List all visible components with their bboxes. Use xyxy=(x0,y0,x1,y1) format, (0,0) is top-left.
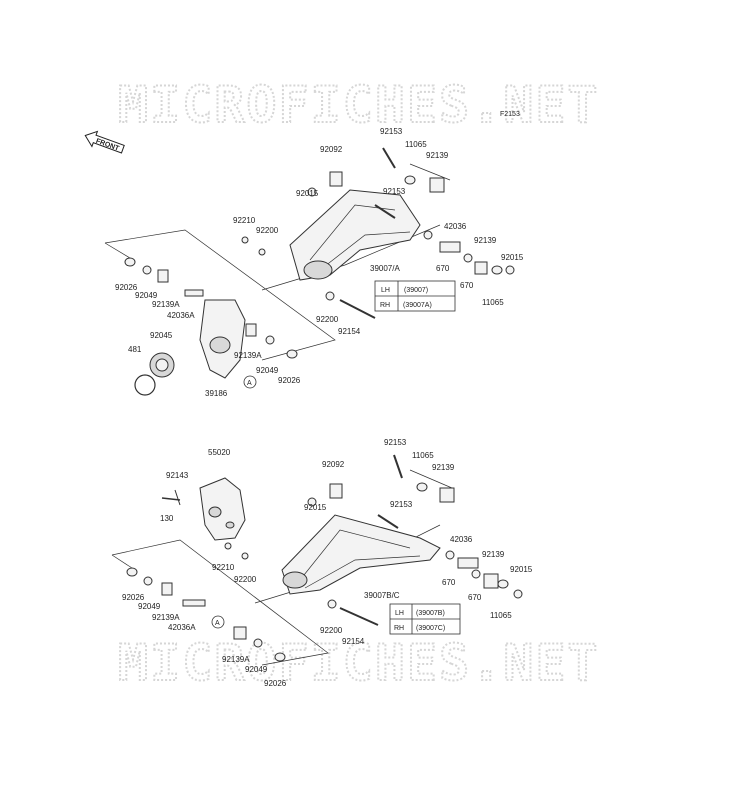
table-lh: LH xyxy=(381,287,390,294)
label-11065: 11065 xyxy=(412,451,434,460)
label-92139a: 92139A xyxy=(222,655,250,664)
diagram-lower: 55020 92153 11065 92092 92139 92143 9201… xyxy=(111,438,533,688)
label-92139a: 92139A xyxy=(234,351,262,360)
label-92015: 92015 xyxy=(501,253,524,262)
label-42036a: 42036A xyxy=(168,623,196,632)
label-92200: 92200 xyxy=(320,626,343,635)
label-92015: 92015 xyxy=(510,565,533,574)
label-92154: 92154 xyxy=(338,327,361,336)
label-92139a: 92139A xyxy=(152,613,180,622)
label-92153: 92153 xyxy=(384,438,407,447)
label-92153: 92153 xyxy=(390,500,413,509)
label-55020: 55020 xyxy=(208,448,231,457)
label-92143: 92143 xyxy=(166,471,189,480)
watermark-bottom: MICROFICHES.NET xyxy=(118,634,600,692)
table-lh-part: (39007B) xyxy=(416,610,445,617)
frame-outline xyxy=(104,229,336,361)
label-670: 670 xyxy=(468,593,482,602)
label-92139: 92139 xyxy=(482,550,505,559)
label-92210: 92210 xyxy=(212,563,235,572)
label-670: 670 xyxy=(442,578,456,587)
label-92153: 92153 xyxy=(383,187,406,196)
table-rh: RH xyxy=(394,625,404,632)
table-rh: RH xyxy=(380,302,390,309)
label-92139: 92139 xyxy=(474,236,497,245)
label-11065: 11065 xyxy=(405,140,427,149)
label-ref-a: A xyxy=(247,380,252,387)
label-92026: 92026 xyxy=(264,679,287,688)
table-lh-part: (39007) xyxy=(404,287,428,294)
label-92139: 92139 xyxy=(432,463,455,472)
label-92139: 92139 xyxy=(426,151,449,160)
label-92139a: 92139A xyxy=(152,300,180,309)
label-92049: 92049 xyxy=(256,366,279,375)
label-92015: 92015 xyxy=(296,189,319,198)
label-92049: 92049 xyxy=(138,602,161,611)
label-670: 670 xyxy=(460,281,474,290)
label-11065: 11065 xyxy=(490,611,512,620)
label-92026: 92026 xyxy=(122,593,145,602)
label-92045: 92045 xyxy=(150,331,173,340)
table-rh-part: (39007C) xyxy=(416,625,445,632)
label-92210: 92210 xyxy=(233,216,256,225)
figure-code: F2153 xyxy=(500,111,520,118)
lh-rh-table-lower: LH (39007B) RH (39007C) xyxy=(389,603,461,635)
label-92026: 92026 xyxy=(278,376,301,385)
guard-plate xyxy=(199,477,246,541)
label-39007b-c: 39007B/C xyxy=(364,591,400,600)
label-92092: 92092 xyxy=(320,145,343,154)
label-ref-a: A xyxy=(215,620,220,627)
lh-rh-table-upper: LH (39007) RH (39007A) xyxy=(374,280,456,312)
label-130: 130 xyxy=(160,514,174,523)
label-42036a: 42036A xyxy=(167,311,195,320)
label-92153: 92153 xyxy=(380,127,403,136)
snap-ring xyxy=(134,374,156,396)
label-92200: 92200 xyxy=(256,226,279,235)
table-lh: LH xyxy=(395,610,404,617)
swing-arm-lower xyxy=(281,514,441,595)
label-92026: 92026 xyxy=(115,283,138,292)
label-39186: 39186 xyxy=(205,389,228,398)
diagram-upper: 92153 11065 92139 92092 92015 92153 4203… xyxy=(104,127,524,398)
label-92049: 92049 xyxy=(135,291,158,300)
label-39007-a: 39007/A xyxy=(370,264,400,273)
label-92049: 92049 xyxy=(245,665,268,674)
label-92154: 92154 xyxy=(342,637,365,646)
label-670: 670 xyxy=(436,264,450,273)
label-481: 481 xyxy=(128,345,142,354)
label-42036: 42036 xyxy=(450,535,473,544)
label-11065: 11065 xyxy=(482,298,504,307)
watermark-top: MICROFICHES.NET xyxy=(118,76,600,134)
label-92200: 92200 xyxy=(234,575,257,584)
label-92200: 92200 xyxy=(316,315,339,324)
label-92015: 92015 xyxy=(304,503,327,512)
label-42036: 42036 xyxy=(444,222,467,231)
label-92092: 92092 xyxy=(322,460,345,469)
table-rh-part: (39007A) xyxy=(403,302,432,309)
